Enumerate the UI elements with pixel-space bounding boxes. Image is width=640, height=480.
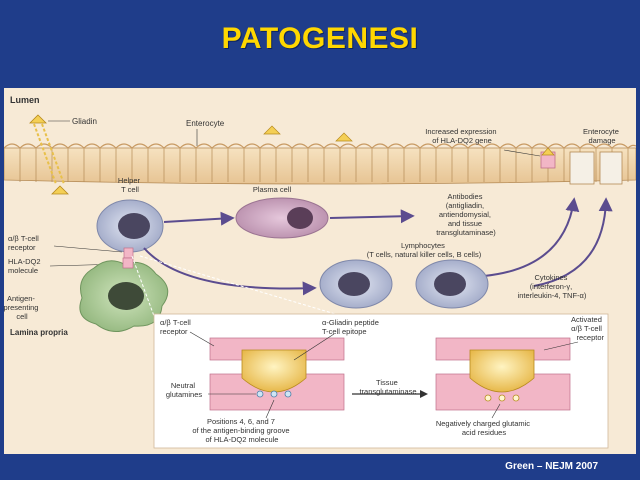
lumen-label: Lumen — [10, 95, 40, 105]
hla-molecule-label: HLA-DQ2 molecule — [8, 257, 43, 275]
glutamic-residues-label: Negatively charged glutamic acid residue… — [436, 419, 532, 437]
enterocyte-layer — [4, 143, 636, 185]
pathogenesis-diagram: Lumen Enterocyte Gliadin — [4, 95, 636, 449]
hla-expression-label: Increased expression of HLA-DQ2 gene — [425, 127, 498, 145]
gliadin-label: Gliadin — [72, 117, 97, 126]
plasma-cell-icon — [235, 197, 329, 239]
tissue-transglutaminase-label: Tissue transglutaminase — [359, 378, 416, 396]
enterocyte-damage-label: Enterocyte damage — [583, 127, 621, 145]
lymphocytes-label: Lymphocytes (T cells, natural killer cel… — [367, 241, 482, 259]
pathogenesis-diagram-panel: Lumen Enterocyte Gliadin — [4, 88, 636, 454]
plasma-to-antibodies-arrow — [329, 209, 415, 224]
gliadin-peptide-icon — [29, 114, 69, 195]
gliadin-epitope-label: α-Gliadin peptide T-cell epitope — [322, 318, 381, 336]
gliadin-icon-lumen — [335, 132, 353, 142]
apc-label: Antigen- presenting cell — [4, 294, 41, 321]
plasma-cell-label: Plasma cell — [253, 185, 292, 194]
hla-dq2-enterocyte-icon — [540, 147, 556, 169]
helper-t-cell-label: Helper T cell — [118, 176, 142, 194]
tcell-to-lymphocytes-arrow — [143, 247, 317, 296]
slide-title: PATOGENESI — [221, 22, 419, 55]
enterocyte-label: Enterocyte — [186, 119, 225, 128]
antibodies-label: Antibodies (antigliadin, antiendomysial,… — [436, 192, 496, 237]
tcell-receptor-label: α/β T-cell receptor — [8, 234, 41, 252]
lamina-propria-label: Lamina propria — [10, 328, 68, 337]
gliadin-icon-lumen — [263, 125, 281, 135]
lymphocytes-icon — [319, 259, 489, 309]
mechanism-inset — [153, 313, 609, 449]
cytokines-label: Cytokines (interferon-γ, interleukin-4, … — [518, 273, 587, 300]
lymphocytes-to-enterocyte-arrow — [483, 197, 580, 277]
positions-label: Positions 4, 6, and 7 of the antigen-bin… — [192, 417, 291, 444]
activated-receptor-label: Activated α/β T-cell receptor — [571, 315, 604, 342]
tcell-to-plasma-arrow — [163, 211, 235, 226]
inset-tcell-receptor-label: α/β T-cell receptor — [160, 318, 193, 336]
source-credit: Green – NEJM 2007 — [505, 461, 598, 472]
helper-t-cell-icon — [96, 199, 164, 259]
neutral-glutamines-label: Neutral glutamines — [166, 381, 203, 399]
cytokines-to-enterocyte-arrow — [533, 197, 613, 287]
